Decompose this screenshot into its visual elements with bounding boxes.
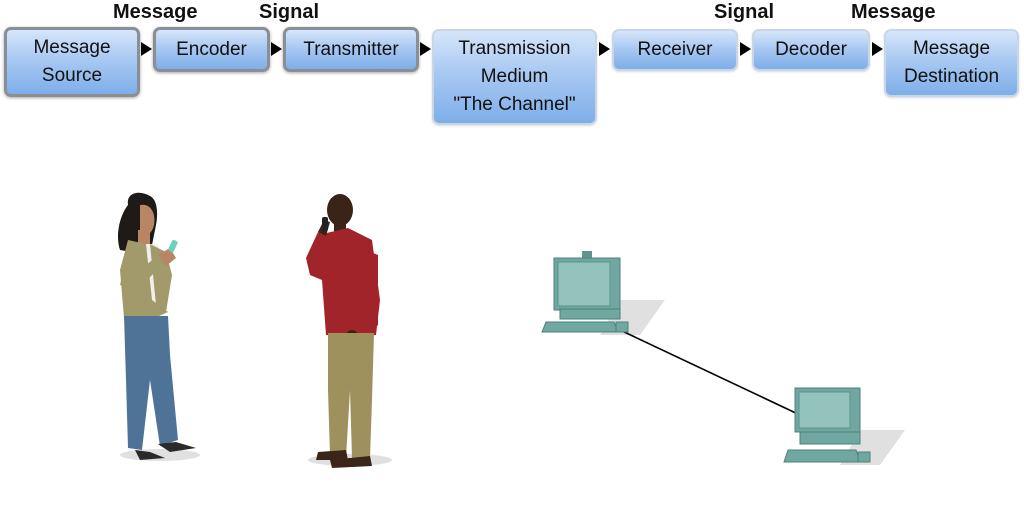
stage-receiver: Receiver [612, 29, 738, 71]
stage-label: Transmission Medium "The Channel" [453, 38, 576, 115]
stage-encoder: Encoder [153, 27, 270, 72]
stage-transmitter: Transmitter [283, 27, 419, 72]
message-label-left: Message [113, 1, 198, 23]
flow-arrow [872, 42, 883, 56]
signal-label-right: Signal [714, 1, 775, 23]
message-label-right: Message [851, 1, 936, 23]
stage-label: Receiver [637, 39, 713, 60]
man-on-phone-icon [306, 194, 392, 468]
stage-message-destination: Message Destination [884, 29, 1019, 97]
stage-label: Encoder [176, 38, 247, 60]
stage-label: Message Source [33, 37, 111, 86]
stage-decoder: Decoder [752, 29, 870, 71]
stage-message-source: Message Source [4, 27, 140, 97]
computer-icon [783, 387, 905, 465]
stage-transmission-medium: Transmission Medium "The Channel" [432, 29, 597, 125]
flow-arrow [599, 42, 610, 56]
flow-arrow [740, 42, 751, 56]
flow-arrow [141, 42, 152, 56]
stage-label: Transmitter [303, 38, 399, 60]
flow-arrow [271, 42, 282, 56]
signal-label-left: Signal [259, 1, 320, 23]
network-cable-icon [619, 329, 801, 416]
stage-label: Decoder [775, 39, 847, 60]
woman-texting-icon [117, 192, 200, 461]
computer-icon [541, 251, 665, 335]
flow-arrow [420, 42, 431, 56]
stage-label: Message Destination [903, 38, 1000, 87]
